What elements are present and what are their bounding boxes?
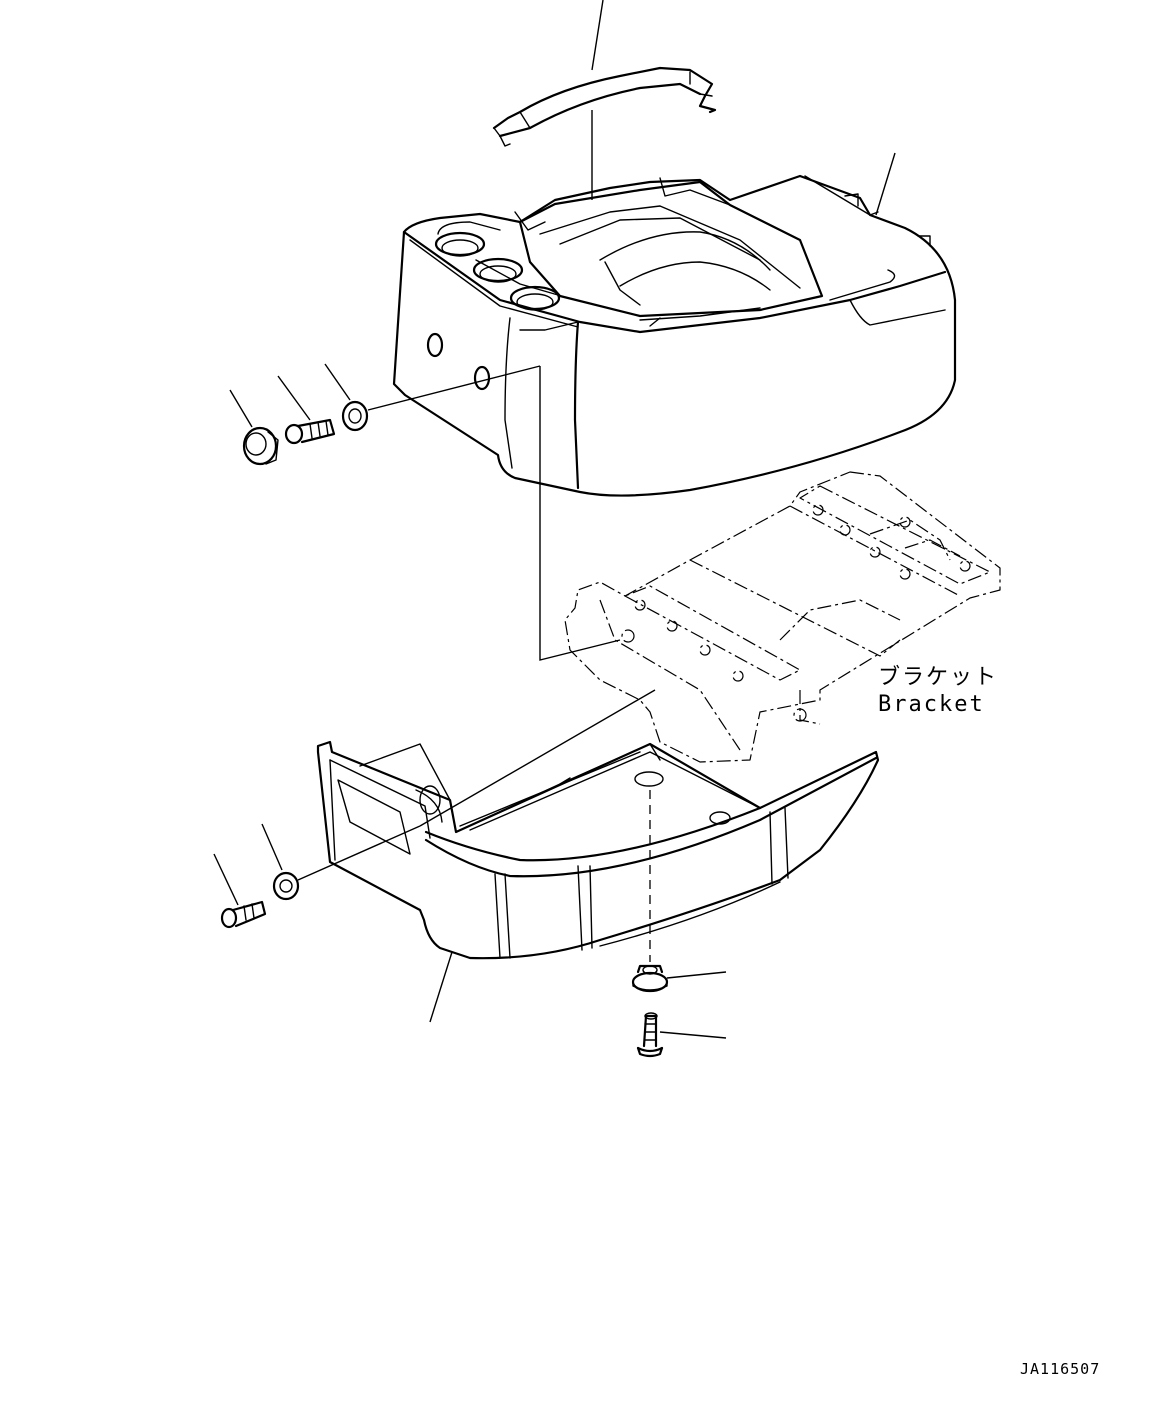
bracket-phantom — [564, 471, 1001, 763]
fastener-bolt-lower — [220, 900, 267, 929]
fastener-bolt-upper — [284, 418, 336, 445]
drawing-code: JA116507 — [1020, 1360, 1100, 1378]
lower-cover — [316, 740, 880, 960]
fastener-nut — [631, 964, 669, 993]
upper-cover — [392, 174, 957, 497]
fastener-screw — [636, 1012, 664, 1058]
leader-lines — [213, 0, 896, 1039]
bracket-label-jp: ブラケット — [878, 665, 998, 690]
fastener-washer-upper — [341, 400, 369, 432]
fastener-cap — [242, 426, 279, 466]
bracket-label-en: Bracket — [878, 692, 985, 717]
fastener-washer-lower — [272, 871, 300, 901]
top-trim — [492, 66, 717, 147]
